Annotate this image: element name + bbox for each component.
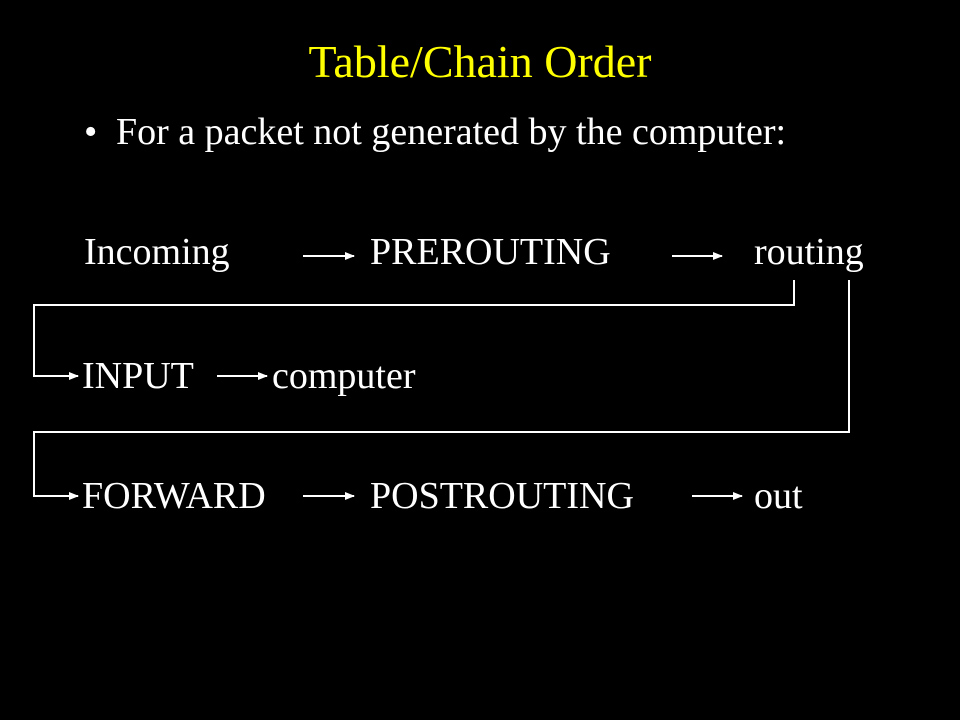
bullet-item: • For a packet not generated by the compu… xyxy=(84,104,786,160)
node-postrouting: POSTROUTING xyxy=(370,475,634,517)
node-prerouting: PREROUTING xyxy=(370,231,611,273)
node-out: out xyxy=(754,475,803,517)
node-incoming: Incoming xyxy=(84,231,230,273)
node-computer: computer xyxy=(272,355,416,397)
slide-title: Table/Chain Order xyxy=(308,36,652,87)
node-forward: FORWARD xyxy=(82,475,266,517)
node-routing: routing xyxy=(754,231,864,273)
node-input: INPUT xyxy=(82,355,194,397)
bullet-text: For a packet not generated by the comput… xyxy=(116,111,787,153)
bullet-marker: • xyxy=(84,111,98,153)
